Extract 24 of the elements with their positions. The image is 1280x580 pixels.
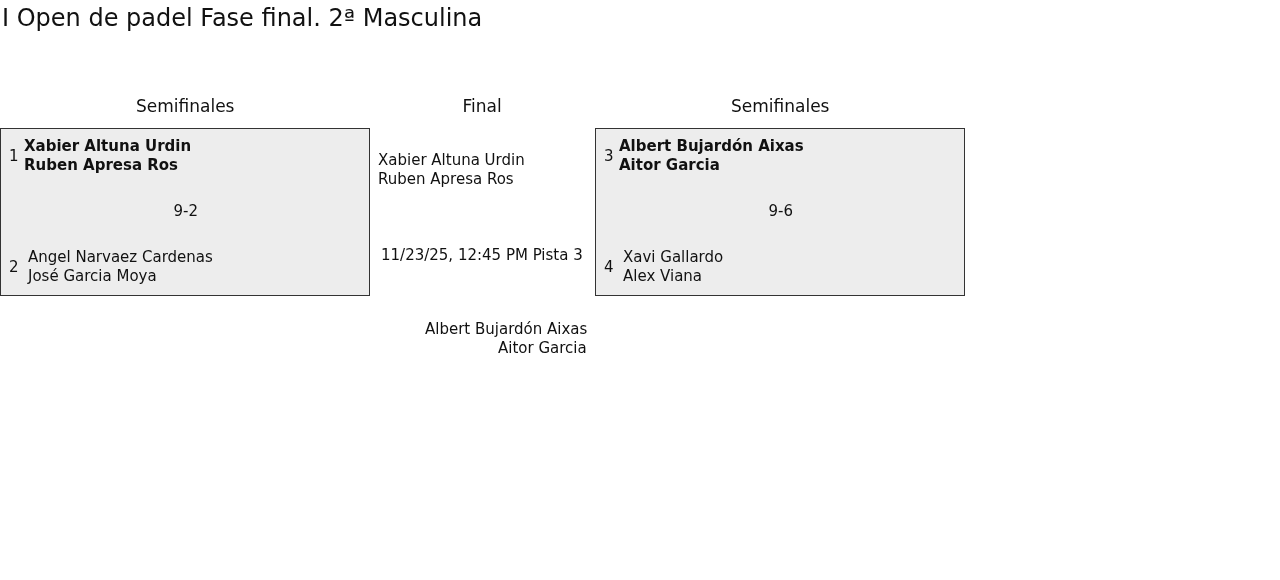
player-name: José Garcia Moya	[28, 267, 157, 285]
player-name: Ruben Apresa Ros	[24, 156, 178, 174]
match-schedule: 11/23/25, 12:45 PM Pista 3	[381, 246, 583, 264]
seed-number: 2	[9, 258, 19, 276]
round-heading: Final	[462, 96, 502, 117]
player-name: Angel Narvaez Cardenas	[28, 248, 213, 266]
player-name: Xavi Gallardo	[623, 248, 724, 266]
match-box	[0, 128, 370, 296]
player-name: Aitor Garcia	[498, 339, 587, 357]
player-name: Alex Viana	[623, 267, 703, 285]
player-name: Albert Bujardón Aixas	[619, 137, 804, 155]
seed-number: 3	[604, 147, 614, 165]
player-name: Xabier Altuna Urdin	[24, 137, 192, 155]
page-title: I Open de padel Fase final. 2ª Masculina	[2, 4, 483, 33]
player-name: Xabier Altuna Urdin	[378, 151, 525, 169]
player-name: Aitor Garcia	[619, 156, 720, 174]
player-name: Albert Bujardón Aixas	[425, 320, 588, 338]
match-score: 9-2	[173, 202, 198, 220]
round-heading: Semifinales	[731, 96, 830, 117]
seed-number: 1	[9, 147, 19, 165]
round-heading: Semifinales	[136, 96, 235, 117]
seed-number: 4	[604, 258, 614, 276]
match-score: 9-6	[768, 202, 793, 220]
match-box	[595, 128, 965, 296]
